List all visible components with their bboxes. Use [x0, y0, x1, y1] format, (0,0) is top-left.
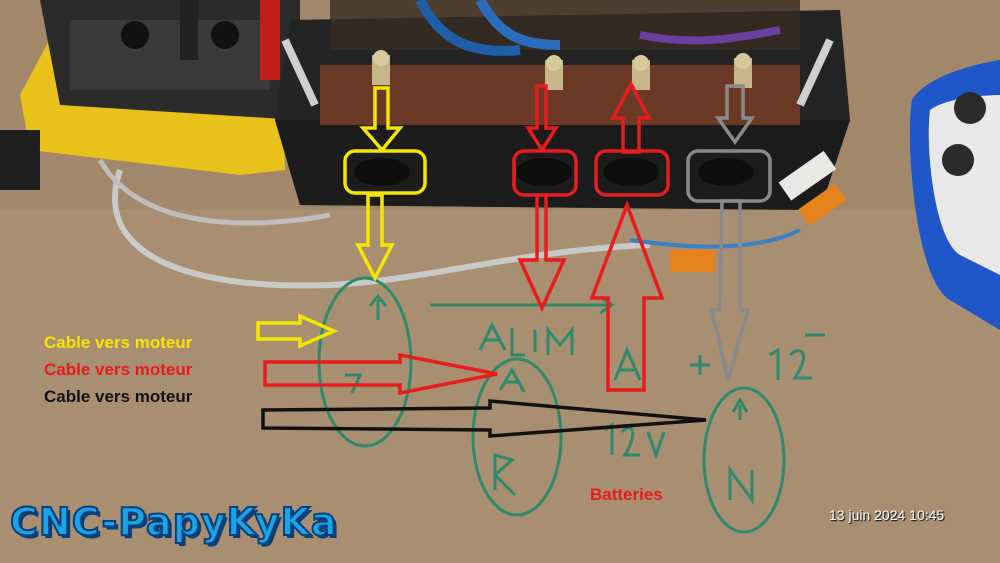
- terminal-post: [632, 55, 650, 90]
- cable-gland: [698, 158, 754, 186]
- wago-connectors: [670, 150, 847, 272]
- label-cable-black: Cable vers moteur: [44, 387, 193, 406]
- black-annotation-arrow: [261, 399, 707, 438]
- blue-wire: [629, 228, 801, 249]
- blue-cable: [415, 0, 521, 56]
- terminal-post: [734, 53, 752, 88]
- label-cable-yellow: Cable vers moteur: [44, 333, 193, 352]
- watermark: CNC-PapyKyKa: [9, 499, 338, 545]
- screw: [796, 38, 834, 107]
- cable-gland: [516, 158, 572, 186]
- cable-gland: [603, 158, 659, 186]
- terminal-post: [545, 55, 563, 90]
- multimeter: [20, 0, 300, 175]
- junction-box: [275, 0, 850, 210]
- gray-annotation: [686, 84, 772, 381]
- label-cable-red: Cable vers moteur: [44, 360, 193, 379]
- cable-gland: [354, 158, 410, 186]
- yellow-annotation: [256, 86, 427, 349]
- label-batteries: Batteries: [590, 485, 663, 504]
- red-annotation: [263, 80, 670, 396]
- screw: [281, 38, 319, 107]
- terminal-post: [372, 50, 390, 85]
- timestamp: 13 juin 2024 10:45: [829, 507, 945, 523]
- remote-control: [909, 60, 1000, 330]
